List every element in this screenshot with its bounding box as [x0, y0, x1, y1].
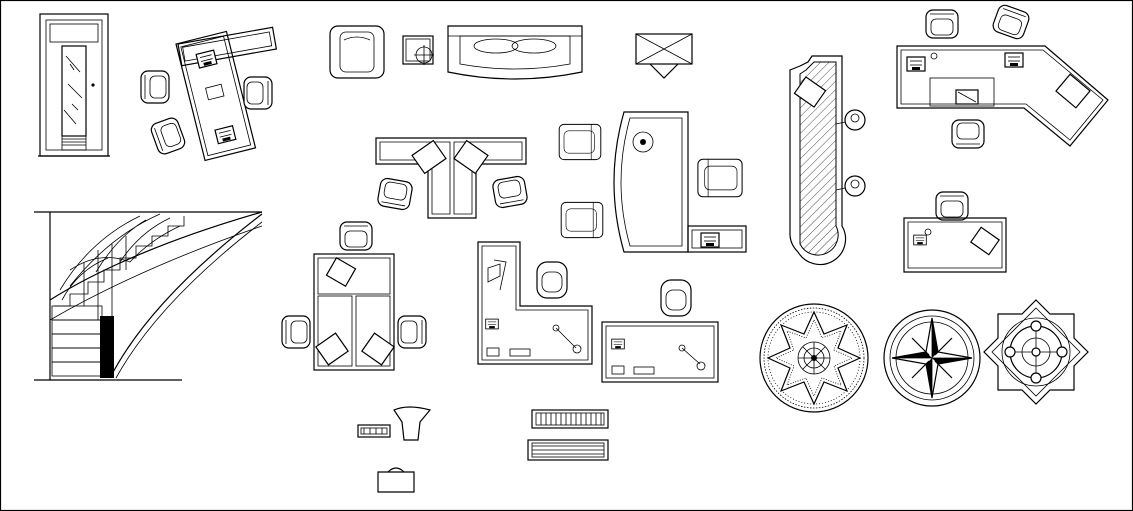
spiral-staircase-block — [34, 211, 263, 381]
radiator-grilles-block — [527, 409, 609, 461]
side-table-block — [402, 35, 434, 65]
corner-desk-block — [896, 2, 1109, 149]
small-desk-block — [903, 191, 1007, 273]
reception-counter-block — [789, 55, 866, 266]
workstation-y-block — [375, 137, 529, 219]
executive-desk-block — [558, 111, 747, 253]
cabinet-block — [635, 33, 693, 79]
desk-with-chair-block — [601, 279, 719, 383]
l-desk-set-block — [140, 26, 278, 162]
armchair-block — [329, 25, 385, 79]
compass-rose-medallion-block — [883, 309, 981, 407]
star-medallion-block — [759, 303, 869, 413]
door-elevation-block — [38, 13, 110, 157]
ornamental-medallion-block — [983, 299, 1089, 405]
small-fixtures-block — [357, 406, 432, 493]
l-workstation-block — [477, 241, 593, 365]
sofa-block — [447, 25, 583, 80]
four-seat-workstation-block — [281, 221, 427, 371]
